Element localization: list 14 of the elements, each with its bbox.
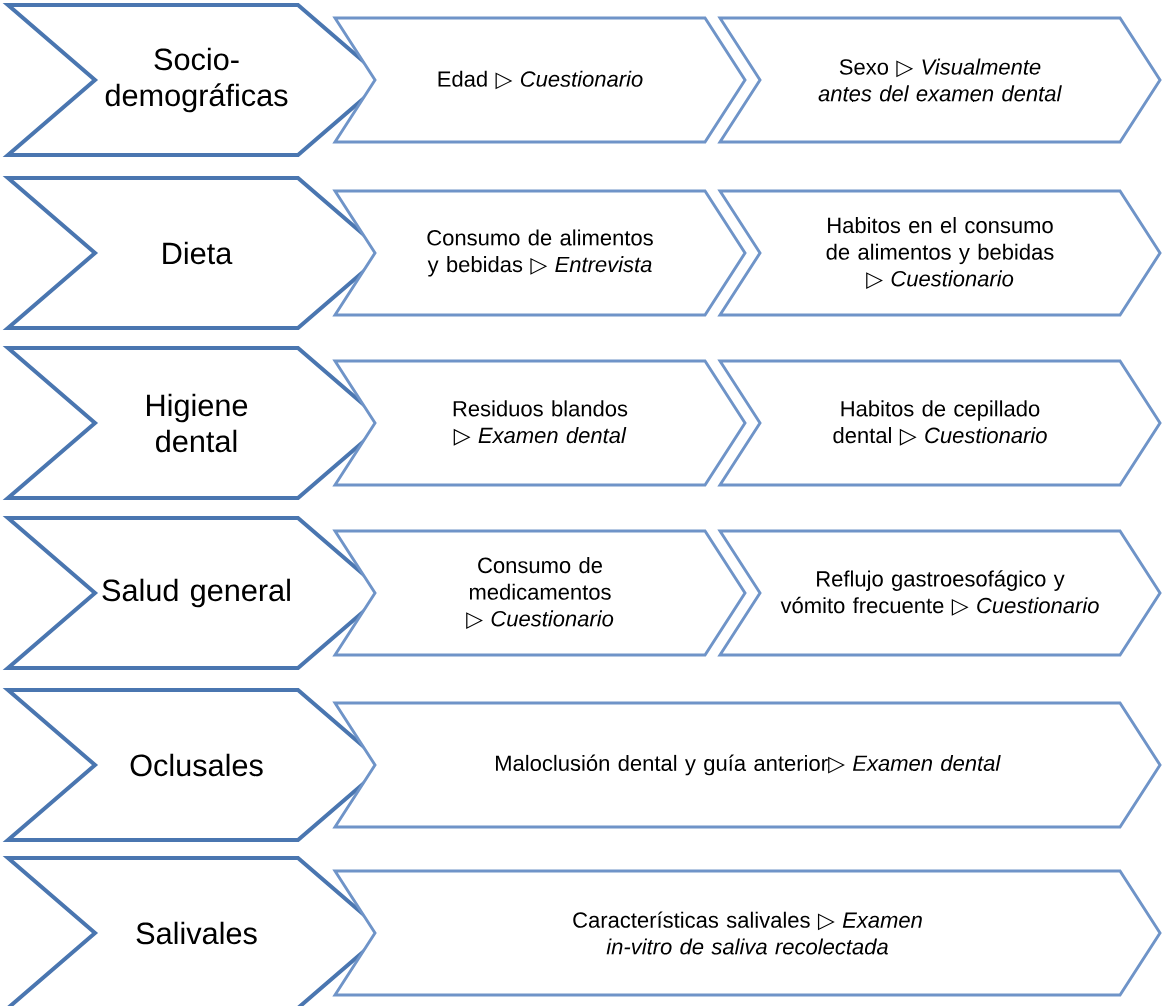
item-banner: Consumo de alimentos y bebidas ▷ Entrevista (332, 189, 747, 317)
item-banner: Residuos blandos ▷ Examen dental (332, 359, 747, 487)
item-banner: Habitos de cepillado dental ▷ Cuestionario (717, 359, 1162, 487)
item-banner: Habitos en el consumo de alimentos y bebidas ▷ Cuestionario (717, 189, 1162, 317)
item-banner: Reflujo gastroesofágico y vómito frecuente ▷ Cuestionario (717, 529, 1162, 657)
item-banner: Sexo ▷ Visualmente antes del examen dental (717, 16, 1162, 144)
item-banner: Características salivales ▷ Examen in-vitro de saliva recolectada (332, 869, 1162, 997)
node-label: Maloclusión dental y guía anterior▷ Examen dental (496, 754, 1001, 776)
node-label: Características salivales ▷ Examen in-vitro de saliva recolectada (573, 911, 922, 955)
category-banner: Oclusales (2, 688, 389, 842)
category-banner: Salivales (2, 856, 389, 1006)
item-banner: Maloclusión dental y guía anterior▷ Examen dental (332, 701, 1162, 829)
item-banner: Edad ▷ Cuestionario (332, 16, 747, 144)
item-banner: Consumo de medicamentos ▷ Cuestionario (332, 529, 747, 657)
